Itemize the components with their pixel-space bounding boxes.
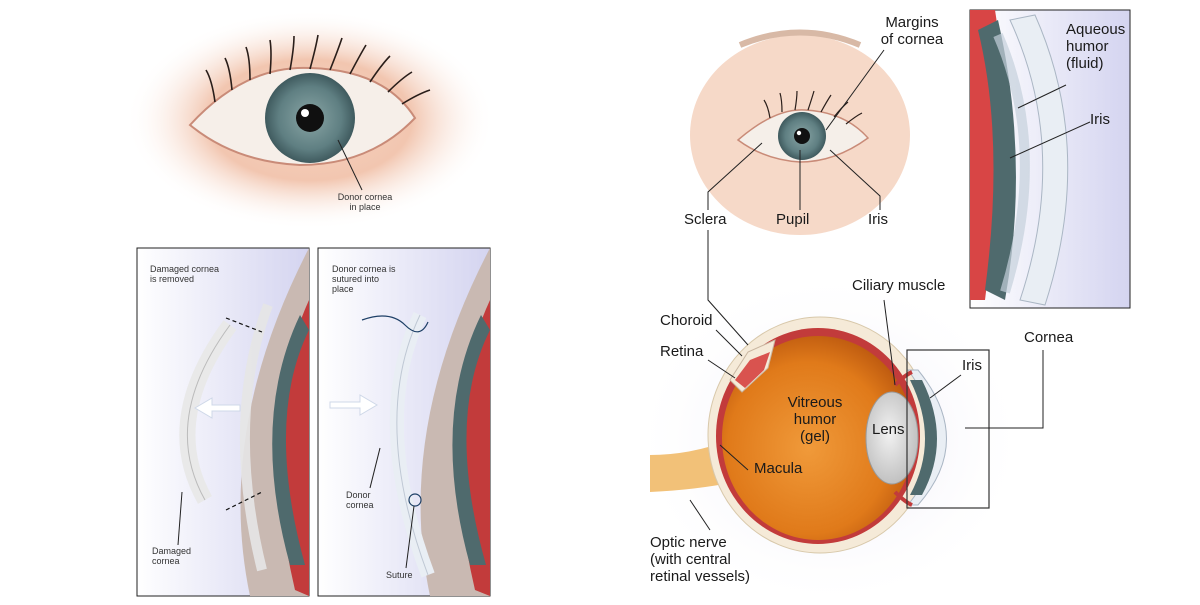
arrow-right-icon [329,394,378,416]
iris-inset-label: Iris [1090,111,1110,128]
panel-sutured-caption: Donor cornea is sutured into place [332,264,396,295]
pupil-label: Pupil [776,211,810,228]
lens-shape [865,391,919,485]
donor-cornea-label: Donor cornea [346,490,374,511]
margins-of-cornea-label: Margins of cornea [880,14,944,48]
panel-cornea-sutured [317,247,491,597]
suture-thread-shape [361,315,429,333]
panel-removed-caption: Damaged cornea is removed [150,264,220,285]
suture-label: Suture [386,570,413,580]
lens-label: Lens [872,421,905,438]
eye-cross-section [630,200,1044,605]
panel-cornea-removed [136,247,310,597]
damaged-cornea-label: Damaged cornea [152,546,192,567]
choroid-label: Choroid [660,312,713,329]
pupil-shape [296,104,324,132]
retina-label: Retina [660,343,704,360]
eyelash-shapes [205,34,431,105]
optic-nerve-label: Optic nerve (with central retinal vessel… [650,534,751,585]
inset-marker-box [906,349,990,509]
iris-face-label: Iris [868,211,888,228]
donor-cornea-in-place-label: Donor cornea in place [337,192,393,213]
macula-label: Macula [754,460,803,477]
aqueous-humor-label: Aqueous humor (fluid) [1066,21,1126,72]
ciliary-muscle-label: Ciliary muscle [852,277,946,294]
iris-section-label: Iris [962,357,982,374]
cornea-label: Cornea [1024,329,1074,346]
donor-leader-line [337,139,363,191]
vitreous-humor-label: Vitreous humor (gel) [787,394,843,445]
arrow-left-icon [194,397,241,419]
cornea-inset [969,9,1131,309]
face-eye-illustration [690,29,910,235]
sclera-label: Sclera [684,211,727,228]
iris-section-shape [910,380,937,495]
suture-knot-shape [408,493,422,507]
vitreous-shape [722,336,914,540]
top-eye-illustration [125,10,495,230]
